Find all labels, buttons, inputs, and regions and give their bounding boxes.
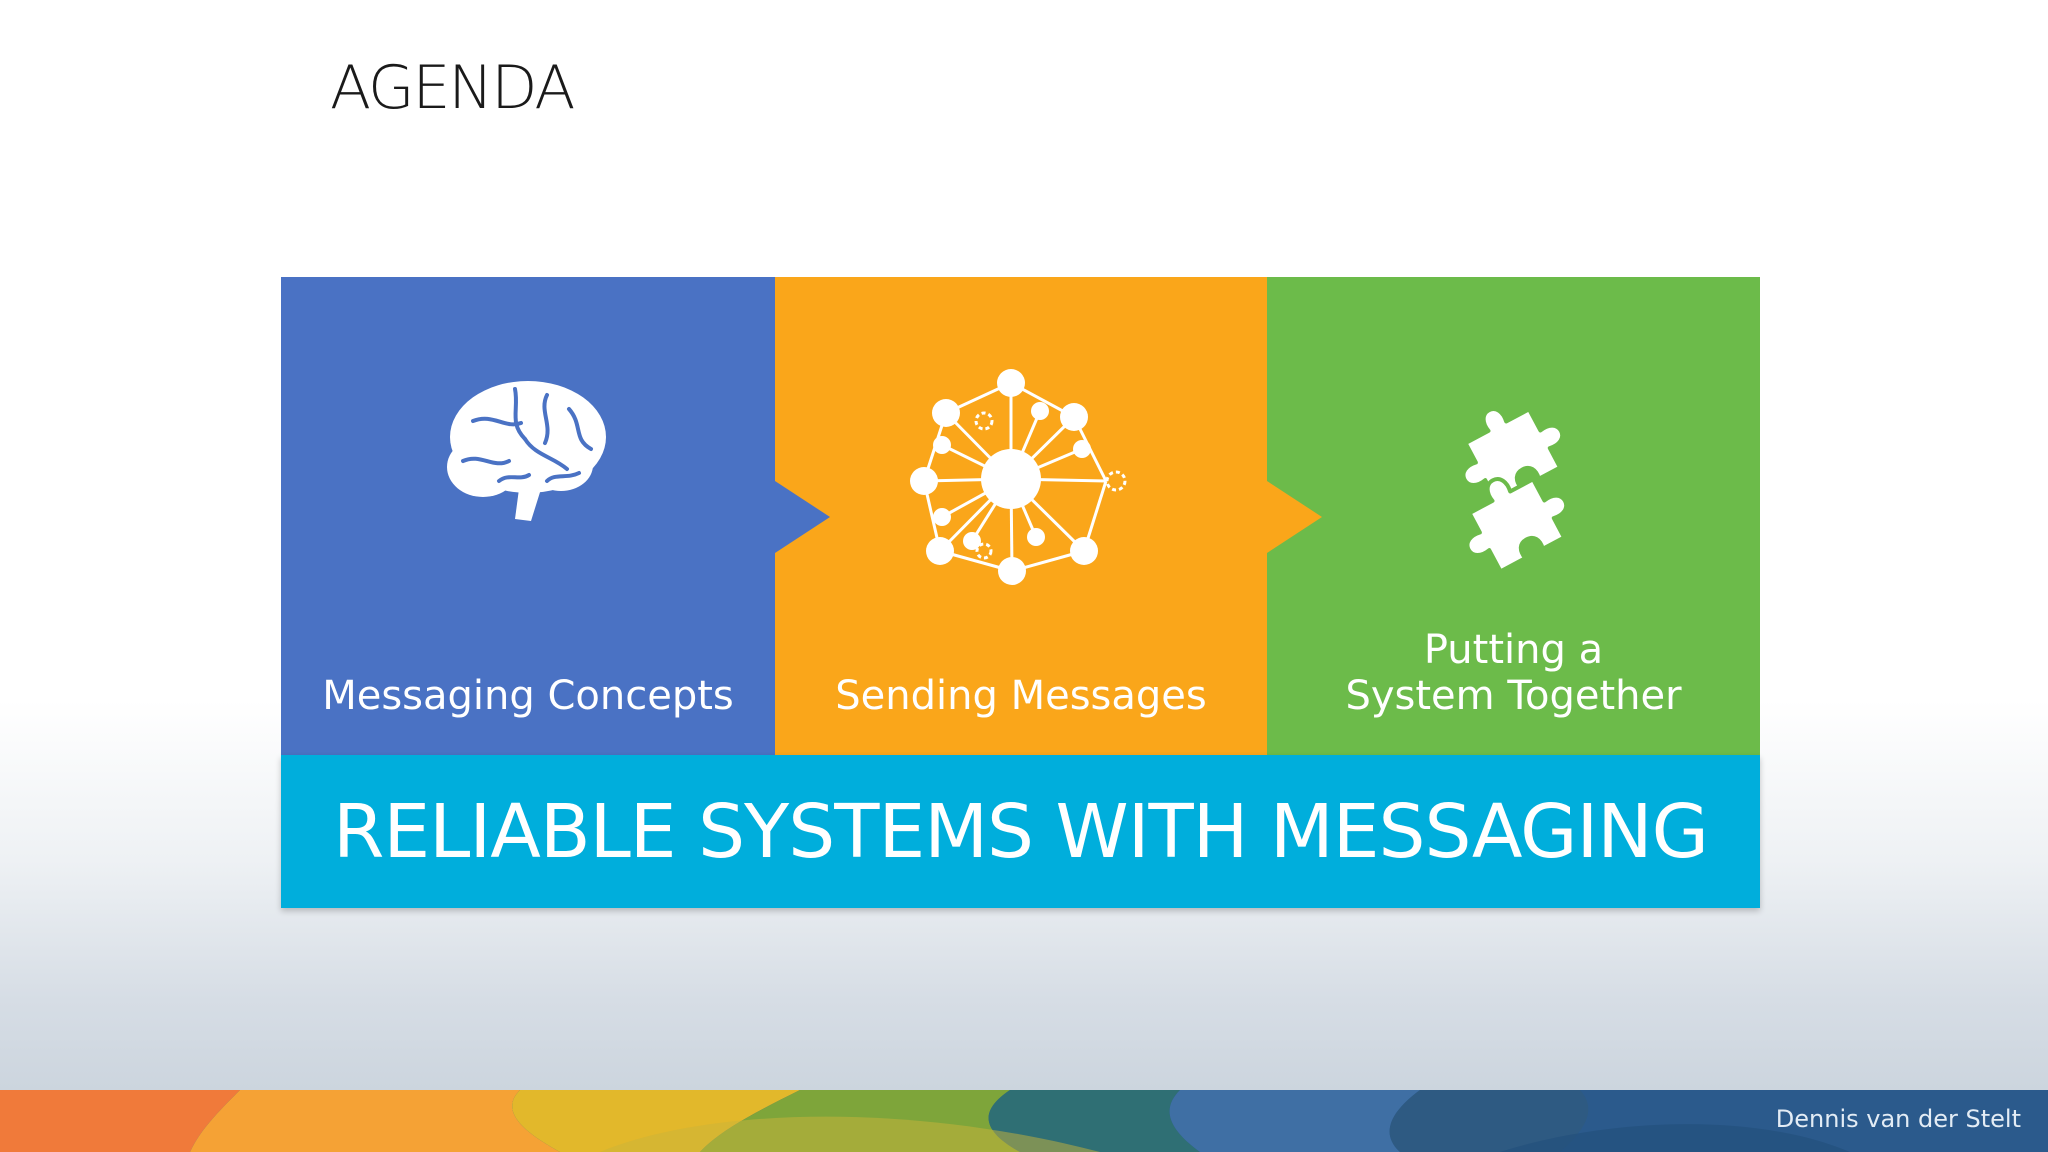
brain-icon <box>443 369 613 529</box>
banner-title: RELIABLE SYSTEMS WITH MESSAGING <box>332 788 1709 875</box>
slide-title: AGENDA <box>330 53 575 123</box>
panel-messaging-concepts: Messaging Concepts <box>281 277 775 755</box>
panel-label-putting-a-system-together: Putting a System Together <box>1267 627 1760 719</box>
panel-label-line: Messaging Concepts <box>322 673 734 719</box>
panel-label-line: Sending Messages <box>835 673 1207 719</box>
panel-label-sending-messages: Sending Messages <box>775 673 1267 719</box>
panel-sending-messages: Sending Messages <box>775 277 1267 755</box>
panel-label-line: System Together <box>1345 673 1682 719</box>
arrow-connector <box>1267 481 1322 553</box>
arrow-connector <box>775 481 830 553</box>
footer-decoration <box>0 1090 2048 1152</box>
agenda-panels: Messaging Concepts <box>281 277 1760 755</box>
author-name: Dennis van der Stelt <box>1775 1105 2021 1133</box>
panel-label-messaging-concepts: Messaging Concepts <box>281 673 775 719</box>
panel-label-line: Putting a <box>1423 627 1604 673</box>
puzzle-icon <box>1444 395 1584 571</box>
network-icon <box>906 369 1136 585</box>
banner: RELIABLE SYSTEMS WITH MESSAGING <box>281 755 1760 908</box>
panel-putting-a-system-together: Putting a System Together <box>1267 277 1760 755</box>
